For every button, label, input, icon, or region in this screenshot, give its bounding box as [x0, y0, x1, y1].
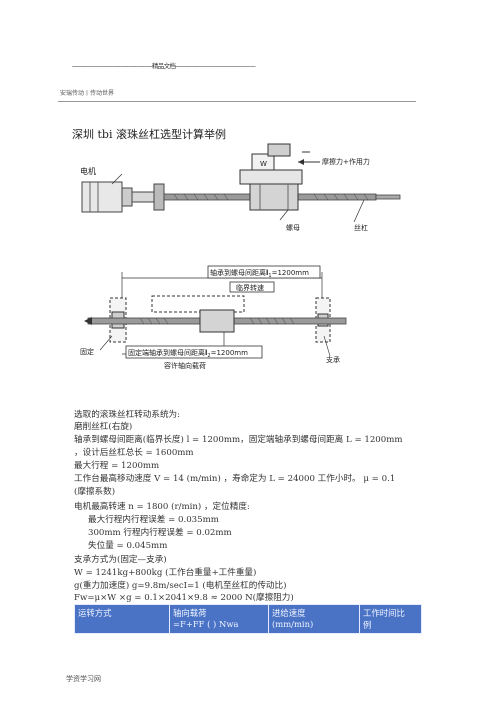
bottom-distance-symbol: l	[205, 349, 207, 357]
text-line-8: 电机最高转速 n = 1800 (r/min) ，定位精度:	[74, 502, 250, 512]
top-distance-label: 轴承到螺母间距离	[210, 268, 266, 277]
svg-text:固定端轴承到螺母间距离l2=1200mm: 固定端轴承到螺母间距离l2=1200mm	[128, 348, 248, 359]
footer-text: 学资学习网	[66, 675, 101, 683]
top-distance-value: =1200mm	[272, 269, 309, 277]
motor-label: 电机	[80, 166, 96, 176]
svg-text:轴承到螺母间距离l1=1200mm: 轴承到螺母间距离l1=1200mm	[210, 268, 309, 279]
text-line-14: g(重力加速度) g=9.8m/secI=1 (电机至丝杠的传动比)	[74, 581, 287, 591]
top-distance-symbol: l	[266, 269, 268, 277]
text-line-9: 最大行程内行程误差 = 0.035mm	[88, 515, 219, 525]
screw-label: 丝杠	[354, 223, 368, 232]
text-line-5: 最大行程 = 1200mm	[74, 461, 160, 471]
table-header-row: 运转方式 轴向载荷=F+FF ( ) Nwa 进给速度(mm/min) 工作时间…	[74, 604, 422, 634]
allowable-load-label: 容许轴向载荷	[164, 361, 206, 370]
bottom-distance-subscript: 2	[207, 353, 210, 359]
operation-table: 运转方式 轴向载荷=F+FF ( ) Nwa 进给速度(mm/min) 工作时间…	[74, 604, 422, 634]
text-line-7: (摩擦系数)	[74, 487, 116, 497]
worktable-w-label: W	[260, 160, 267, 168]
text-line-3: 轴承到螺母间距离(临界长度) l = 1200mm，固定端轴承到螺母间距离 L …	[74, 435, 403, 445]
col-feed-speed: 进给速度(mm/min)	[268, 604, 360, 634]
text-line-13: W = 1241kg+800kg (工作台重量+工件重量)	[74, 568, 257, 578]
screw-assembly-diagram: 电机 W 摩擦力+作用力 螺母 丝杠	[74, 140, 434, 240]
support-label: 支承	[326, 355, 340, 364]
page-top-line: ----------------------------------------…	[72, 62, 256, 70]
load-label: 摩擦力+作用力	[322, 157, 370, 166]
text-line-1: 选取的滚珠丝杠转动系统为:	[74, 410, 181, 420]
bottom-distance-value: =1200mm	[211, 349, 248, 357]
col-work-time-ratio: 工作时间比例	[359, 604, 422, 634]
text-line-12: 支承方式为(固定—支承)	[74, 555, 167, 565]
fixed-label: 固定	[80, 347, 94, 356]
text-line-15: Fw=μ×W ×g = 0.1×2041×9.8 ≈ 2000 N(摩擦阻力)	[74, 593, 294, 603]
text-line-4: ，设计后丝杠总长 = 1600mm	[74, 448, 194, 458]
support-layout-diagram: 轴承到螺母间距离l1=1200mm 临界转速 固定端轴承到螺母间距离l2=120…	[80, 262, 420, 382]
critical-speed-label: 临界转速	[236, 283, 264, 292]
nut-label: 螺母	[286, 223, 300, 232]
site-header: 安瑞传动丨传动世界	[60, 90, 115, 97]
col-axial-load: 轴向载荷=F+FF ( ) Nwa	[169, 604, 269, 634]
bottom-distance-label: 固定端轴承到螺母间距离	[128, 348, 205, 357]
text-line-2: 磨削丝杠(右旋)	[74, 422, 133, 432]
text-line-11: 失位量 = 0.045mm	[88, 541, 168, 551]
header-divider	[58, 101, 416, 102]
top-distance-subscript: 1	[268, 273, 271, 279]
text-line-10: 300mm 行程内行程误差 = 0.02mm	[88, 528, 232, 538]
text-line-6: 工作台最高移动速度 V = 14 (m/min) ，寿命定为 L = 24000…	[74, 474, 396, 484]
page-title: 深圳 tbi 滚珠丝杠选型计算举例	[72, 128, 226, 141]
col-operation-mode: 运转方式	[74, 604, 170, 634]
